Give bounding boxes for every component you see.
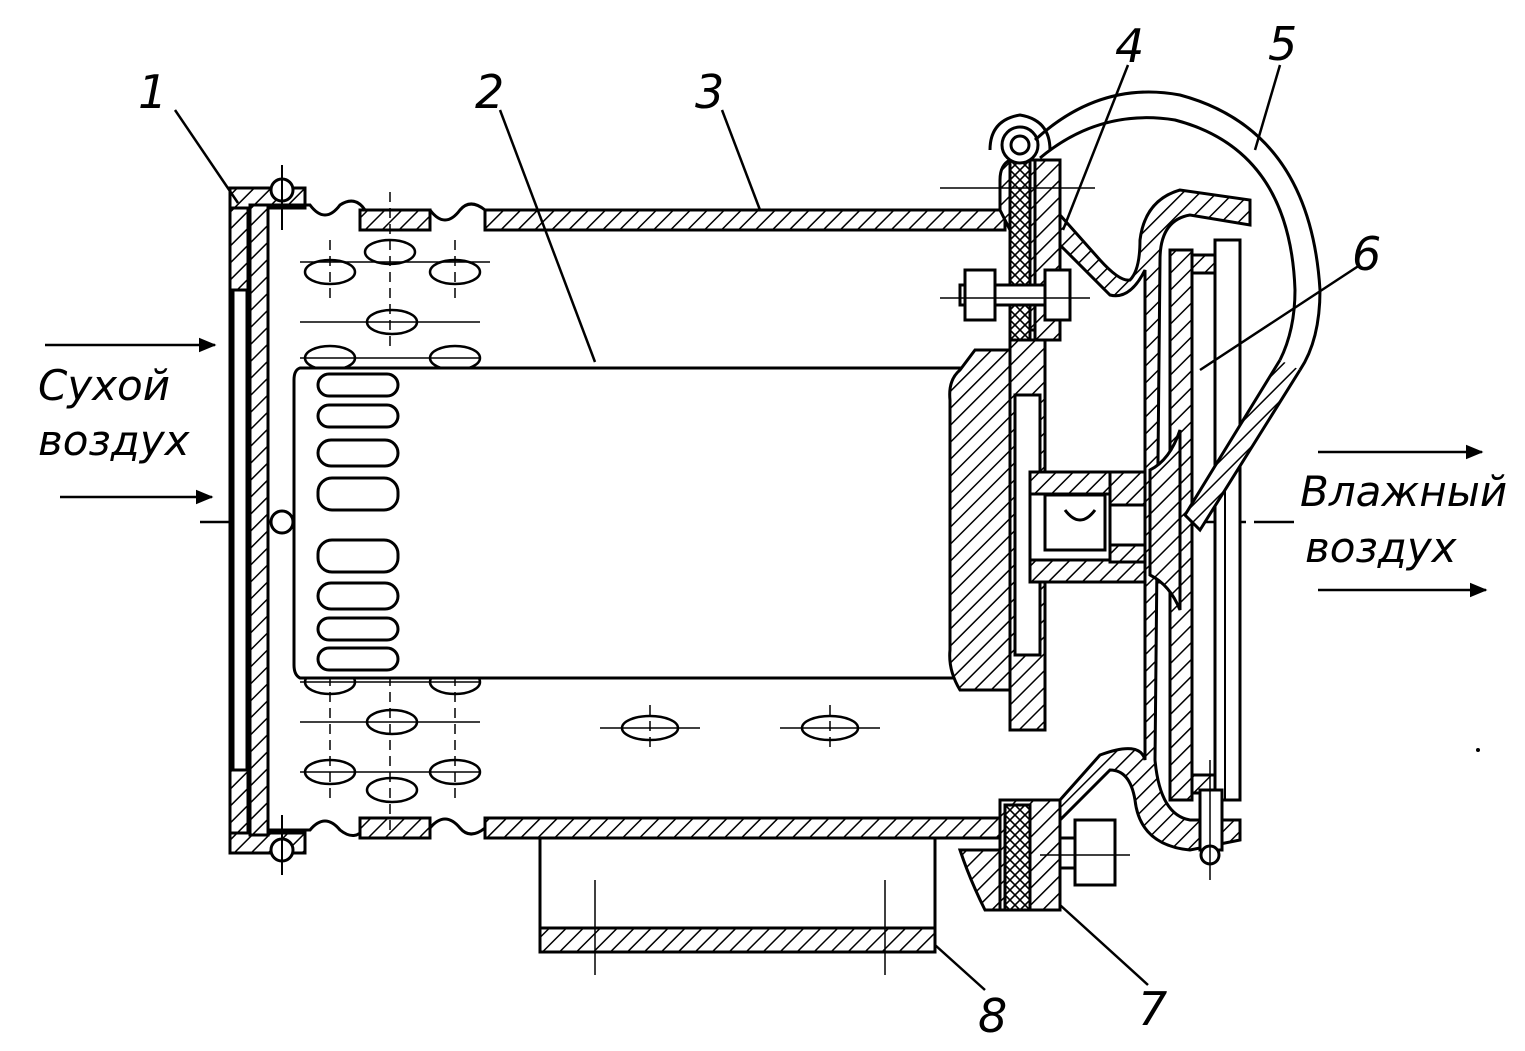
callout-3: 3 [695,65,724,119]
outlet-label-line1: Влажный [1300,467,1507,516]
callout-4: 4 [1115,19,1144,73]
leader-lines [173,64,1361,991]
callout-1: 1 [138,65,167,119]
mounting-bracket [538,838,937,975]
callout-8: 8 [978,989,1007,1043]
outlet-label-line2: воздух [1305,523,1458,572]
flange-bolts [940,187,1130,887]
fan-cover-bolt [1198,760,1224,880]
stray-dot [1476,748,1480,752]
handle-arc [1033,90,1322,533]
housing-shell [267,199,1007,840]
inlet-label-line2: воздух [38,416,191,465]
fan-impeller [1148,238,1242,802]
inlet-flow: Сухой воздух [38,337,217,505]
front-cover [228,165,307,875]
inlet-label-line1: Сухой [38,361,170,410]
inner-cylinder [292,366,962,680]
rear-disc [948,348,1042,692]
callout-7: 7 [1138,982,1167,1036]
outlet-flow: Влажный воздух [1300,444,1507,598]
callout-5: 5 [1268,17,1297,71]
callout-6: 6 [1352,227,1381,281]
cylinder-slots [316,372,400,672]
callout-numbers: 1 2 3 4 5 6 7 8 [138,17,1381,1043]
callout-2: 2 [475,65,504,119]
